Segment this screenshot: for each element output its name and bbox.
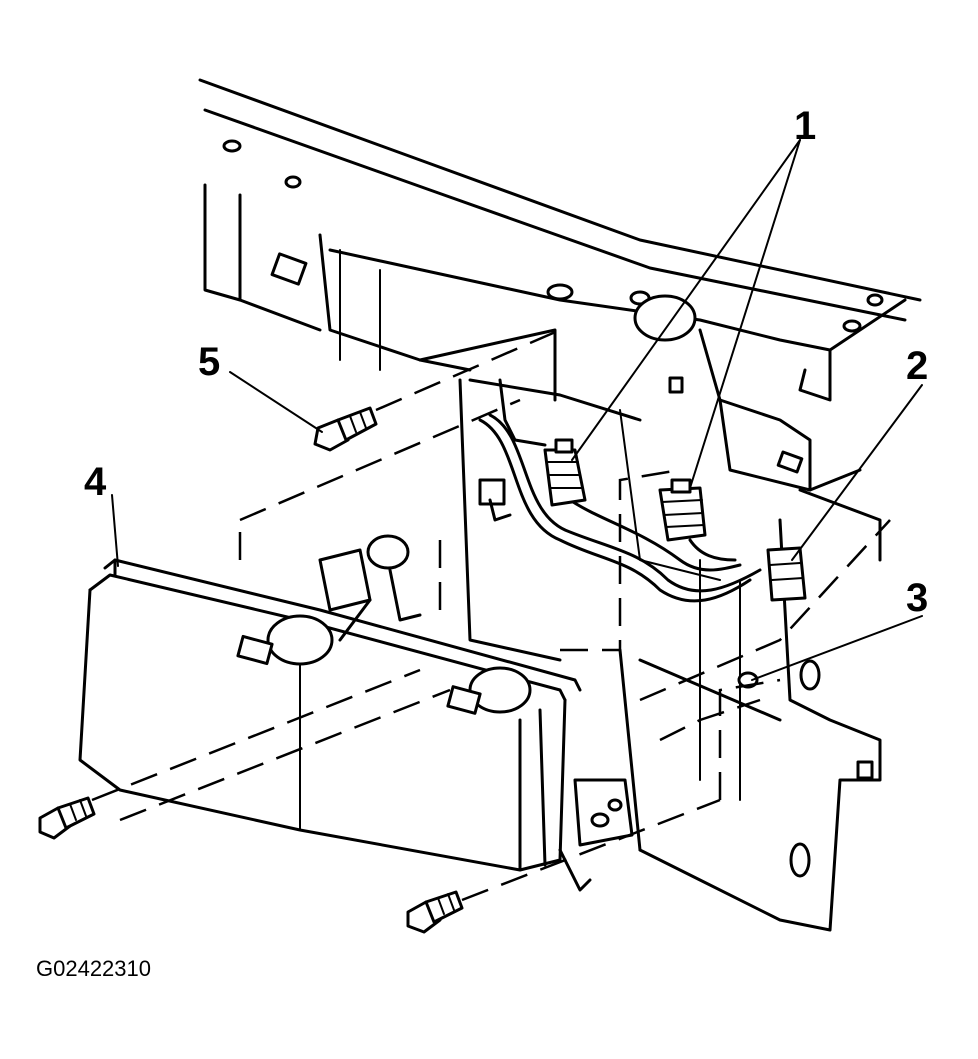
headlamp-mounting-bracket [458,378,721,662]
bolt-left [38,796,96,840]
callout-5-bolt: 5 [198,340,221,384]
callout-4-headlamp: 4 [84,460,107,504]
retaining-clip [766,546,807,602]
headlamp [78,534,634,892]
callout-1-bulb-sockets: 1 [794,104,817,148]
wiring-harness [478,413,762,603]
bulb-socket-right [658,478,707,542]
radiator-support-panel [198,78,922,492]
lower-support-panel [618,488,882,932]
alignment-lines [91,328,891,902]
figure-code: G02422310 [36,956,151,981]
callout-3-nut: 3 [906,576,929,620]
bolt-upper [313,406,378,452]
leader-lines [111,139,923,681]
bolt-lower [406,890,464,934]
bulb-socket-left [543,438,587,507]
callout-2-clip: 2 [906,344,929,388]
